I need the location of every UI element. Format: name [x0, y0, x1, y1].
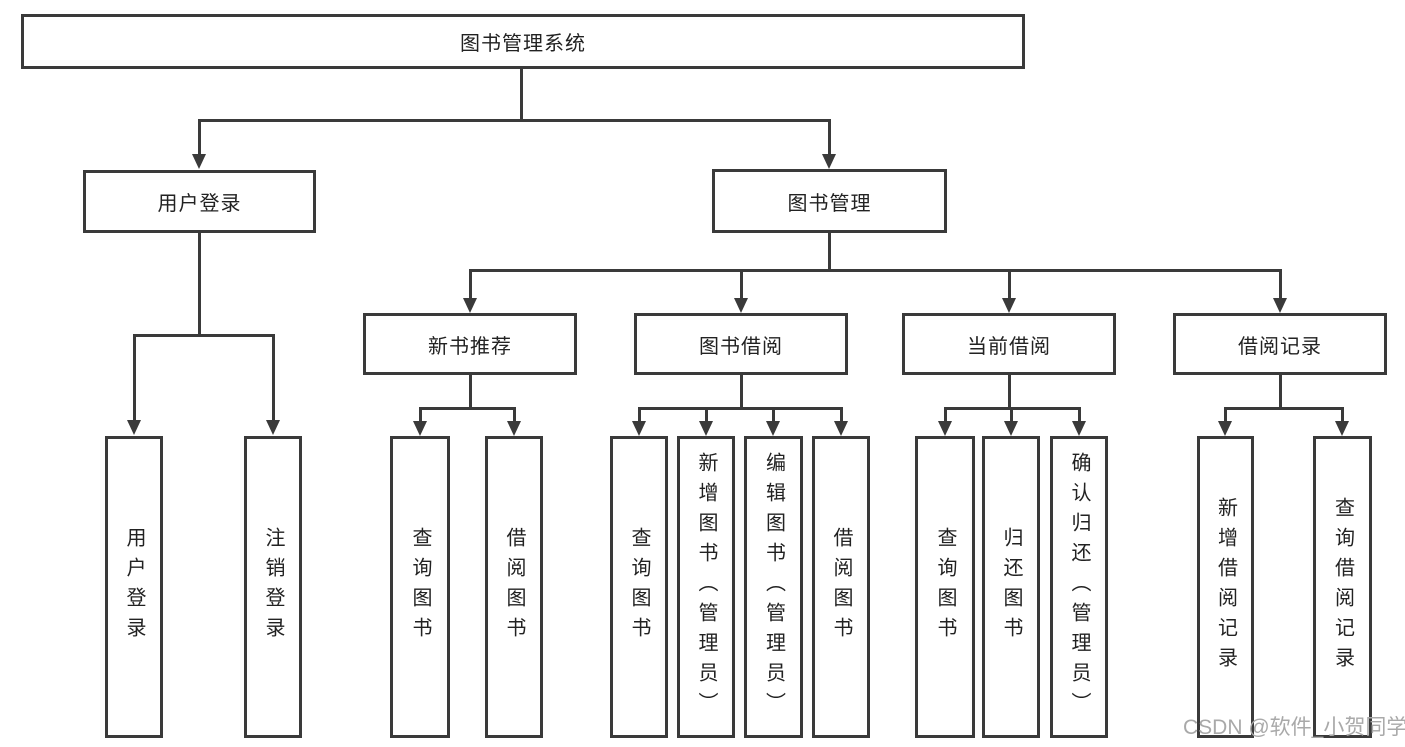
arrow-down-icon: [822, 154, 836, 169]
leaf-borrow-query-book-label: 查询图书: [628, 527, 650, 647]
connector-book-branch-drop: [828, 119, 831, 155]
connector-g2-leaf3-drop: [772, 407, 775, 422]
connector-g3-leaf1-drop: [944, 407, 947, 422]
connector-root-crossbar: [198, 119, 830, 122]
node-book-borrow-label: 图书借阅: [699, 335, 783, 358]
leaf-edit-book-admin: 编辑图书（管理员）: [744, 436, 803, 738]
leaf-add-book-admin: 新增图书（管理员）: [677, 436, 735, 738]
connector-g4-leaf1-drop: [1224, 407, 1227, 422]
node-borrow-record-label: 借阅记录: [1238, 335, 1322, 358]
leaf-borrow-book: 借阅图书: [812, 436, 870, 738]
leaf-confirm-return-admin-label: 确认归还（管理员）: [1068, 452, 1090, 722]
node-root-label: 图书管理系统: [460, 33, 586, 55]
leaf-edit-book-admin-label: 编辑图书（管理员）: [762, 452, 785, 722]
arrow-down-icon: [1218, 421, 1232, 436]
leaf-borrow-book-label: 借阅图书: [830, 527, 852, 647]
leaf-add-borrow-record-label: 新增借阅记录: [1214, 497, 1237, 677]
arrow-down-icon: [266, 420, 280, 435]
node-new-book-recommend: 新书推荐: [363, 313, 577, 375]
connector-user-branch-drop: [198, 119, 201, 155]
connector-g1-stem: [469, 375, 472, 409]
connector-group2-drop: [740, 269, 743, 299]
arrow-down-icon: [1335, 421, 1349, 436]
arrow-down-icon: [734, 298, 748, 313]
arrow-down-icon: [1072, 421, 1086, 436]
connector-user-stem: [198, 233, 201, 336]
connector-g4-leaf2-drop: [1341, 407, 1344, 422]
arrow-down-icon: [463, 298, 477, 313]
arrow-down-icon: [632, 421, 646, 436]
node-book-management-branch-label: 图书管理: [787, 192, 872, 215]
leaf-current-query-book: 查询图书: [915, 436, 975, 738]
connector-user-leaf2-drop: [272, 334, 275, 421]
node-new-book-recommend-label: 新书推荐: [428, 335, 512, 358]
arrow-down-icon: [766, 421, 780, 436]
node-user-login-branch-label: 用户登录: [157, 193, 242, 215]
connector-g2-stem: [740, 375, 743, 409]
leaf-current-query-book-label: 查询图书: [934, 527, 956, 647]
node-user-login-branch: 用户登录: [83, 170, 316, 233]
leaf-return-book-label: 归还图书: [1000, 527, 1022, 647]
connector-g1-leaf2-drop: [513, 407, 516, 422]
node-current-borrow-label: 当前借阅: [967, 335, 1051, 358]
node-borrow-record: 借阅记录: [1173, 313, 1387, 375]
leaf-add-book-admin-label: 新增图书（管理员）: [695, 452, 717, 722]
connector-user-leaf1-drop: [133, 334, 136, 421]
leaf-logout: 注销登录: [244, 436, 302, 738]
arrow-down-icon: [507, 421, 521, 436]
connector-book-crossbar: [469, 269, 1281, 272]
leaf-confirm-return-admin: 确认归还（管理员）: [1050, 436, 1108, 738]
connector-group3-drop: [1008, 269, 1011, 299]
arrow-down-icon: [192, 154, 206, 169]
node-book-management-branch: 图书管理: [712, 169, 947, 233]
leaf-recommend-query-book: 查询图书: [390, 436, 450, 738]
connector-g3-leaf2-drop: [1010, 407, 1013, 422]
arrow-down-icon: [1273, 298, 1287, 313]
arrow-down-icon: [938, 421, 952, 436]
connector-user-crossbar: [133, 334, 274, 337]
leaf-borrow-query-book: 查询图书: [610, 436, 668, 738]
arrow-down-icon: [1002, 298, 1016, 313]
leaf-add-borrow-record: 新增借阅记录: [1197, 436, 1254, 738]
connector-g2-leaf2-drop: [705, 407, 708, 422]
node-root: 图书管理系统: [21, 14, 1025, 69]
connector-g1-crossbar: [419, 407, 516, 410]
connector-root-stem: [520, 68, 523, 120]
node-book-borrow: 图书借阅: [634, 313, 848, 375]
leaf-logout-label: 注销登录: [262, 527, 284, 647]
leaf-user-login: 用户登录: [105, 436, 163, 738]
connector-book-stem: [828, 233, 831, 272]
connector-g2-leaf4-drop: [840, 407, 843, 422]
leaf-return-book: 归还图书: [982, 436, 1040, 738]
leaf-recommend-query-book-label: 查询图书: [409, 527, 431, 647]
connector-g3-stem: [1008, 375, 1011, 409]
arrow-down-icon: [1004, 421, 1018, 436]
arrow-down-icon: [127, 420, 141, 435]
connector-group1-drop: [469, 269, 472, 299]
leaf-recommend-borrow-book: 借阅图书: [485, 436, 543, 738]
leaf-user-login-label: 用户登录: [123, 527, 145, 647]
leaf-recommend-borrow-book-label: 借阅图书: [503, 527, 525, 647]
connector-g2-crossbar: [638, 407, 843, 410]
connector-g4-crossbar: [1224, 407, 1344, 410]
connector-g4-stem: [1279, 375, 1282, 409]
connector-g1-leaf1-drop: [419, 407, 422, 422]
connector-group4-drop: [1279, 269, 1282, 299]
node-current-borrow: 当前借阅: [902, 313, 1116, 375]
csdn-watermark: CSDN @软件_小贺同学: [1183, 716, 1405, 739]
connector-g3-leaf3-drop: [1078, 407, 1081, 422]
leaf-query-borrow-record-label: 查询借阅记录: [1331, 497, 1354, 677]
arrow-down-icon: [834, 421, 848, 436]
arrow-down-icon: [699, 421, 713, 436]
arrow-down-icon: [413, 421, 427, 436]
connector-g2-leaf1-drop: [638, 407, 641, 422]
leaf-query-borrow-record: 查询借阅记录: [1313, 436, 1372, 738]
